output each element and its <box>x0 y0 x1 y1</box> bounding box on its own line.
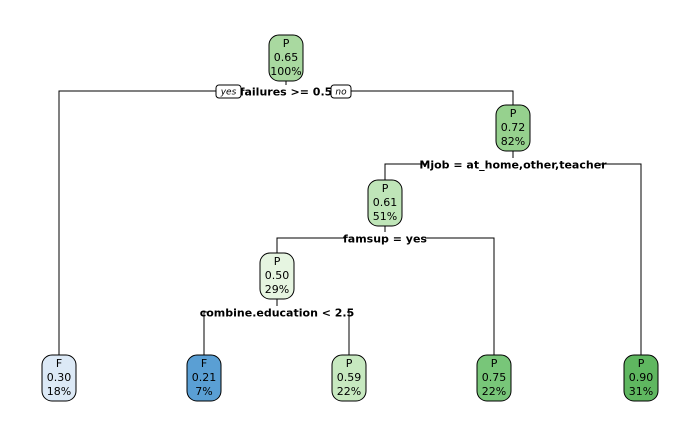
node-prob: 0.50 <box>265 269 290 282</box>
yes-label: yes <box>220 88 237 98</box>
node-leaf-mjob-no: P 0.90 31% <box>623 354 659 402</box>
node-class: P <box>638 357 645 370</box>
node-prob: 0.61 <box>373 196 398 209</box>
node-prob: 0.59 <box>337 371 362 384</box>
node-prob: 0.90 <box>629 371 654 384</box>
node-root: P 0.65 100% <box>268 34 304 82</box>
node-famsup-yes: P 0.50 29% <box>259 252 295 300</box>
node-pct: 18% <box>47 385 71 398</box>
edge-n3-n9 <box>513 163 642 355</box>
node-class: P <box>382 182 389 195</box>
node-pct: 82% <box>501 135 525 148</box>
node-pct: 51% <box>373 210 397 223</box>
node-class: P <box>346 357 353 370</box>
split-label-failures: failures >= 0.5 <box>240 85 333 99</box>
node-leaf-education-no: P 0.59 22% <box>331 354 367 402</box>
node-class: P <box>274 255 281 268</box>
node-class: P <box>491 357 498 370</box>
node-class: F <box>201 357 207 370</box>
node-pct: 22% <box>482 385 506 398</box>
node-pct: 22% <box>337 385 361 398</box>
node-pct: 31% <box>629 385 653 398</box>
edge-n1-n3 <box>286 90 514 105</box>
node-class: P <box>510 107 517 120</box>
edge-n4-n8 <box>385 237 495 355</box>
node-class: F <box>56 357 62 370</box>
node-prob: 0.65 <box>274 51 299 64</box>
node-mjob-yes: P 0.61 51% <box>367 179 403 227</box>
split-label-mjob: Mjob = at_home,other,teacher <box>419 158 607 172</box>
no-branch-tag: no <box>330 84 352 99</box>
split-text-famsup: famsup = yes <box>343 233 427 246</box>
node-failures-no: P 0.72 82% <box>495 104 531 152</box>
node-leaf-failures-yes: F 0.30 18% <box>41 354 77 402</box>
node-prob: 0.30 <box>47 371 72 384</box>
split-text-mjob: Mjob = at_home,other,teacher <box>419 159 607 172</box>
split-label-combine-education: combine.education < 2.5 <box>200 306 355 320</box>
node-pct: 29% <box>265 283 289 296</box>
node-prob: 0.72 <box>501 121 526 134</box>
node-prob: 0.21 <box>192 371 217 384</box>
split-text-combine-education: combine.education < 2.5 <box>200 307 355 320</box>
no-label: no <box>335 88 347 98</box>
split-text-failures: failures >= 0.5 <box>240 86 333 99</box>
node-leaf-famsup-no: P 0.75 22% <box>476 354 512 402</box>
node-pct: 100% <box>270 65 301 78</box>
node-prob: 0.75 <box>482 371 507 384</box>
node-pct: 7% <box>195 385 212 398</box>
yes-branch-tag: yes <box>215 84 242 99</box>
node-class: P <box>283 37 290 50</box>
split-label-famsup: famsup = yes <box>343 232 427 246</box>
node-leaf-education-yes: F 0.21 7% <box>186 354 222 402</box>
